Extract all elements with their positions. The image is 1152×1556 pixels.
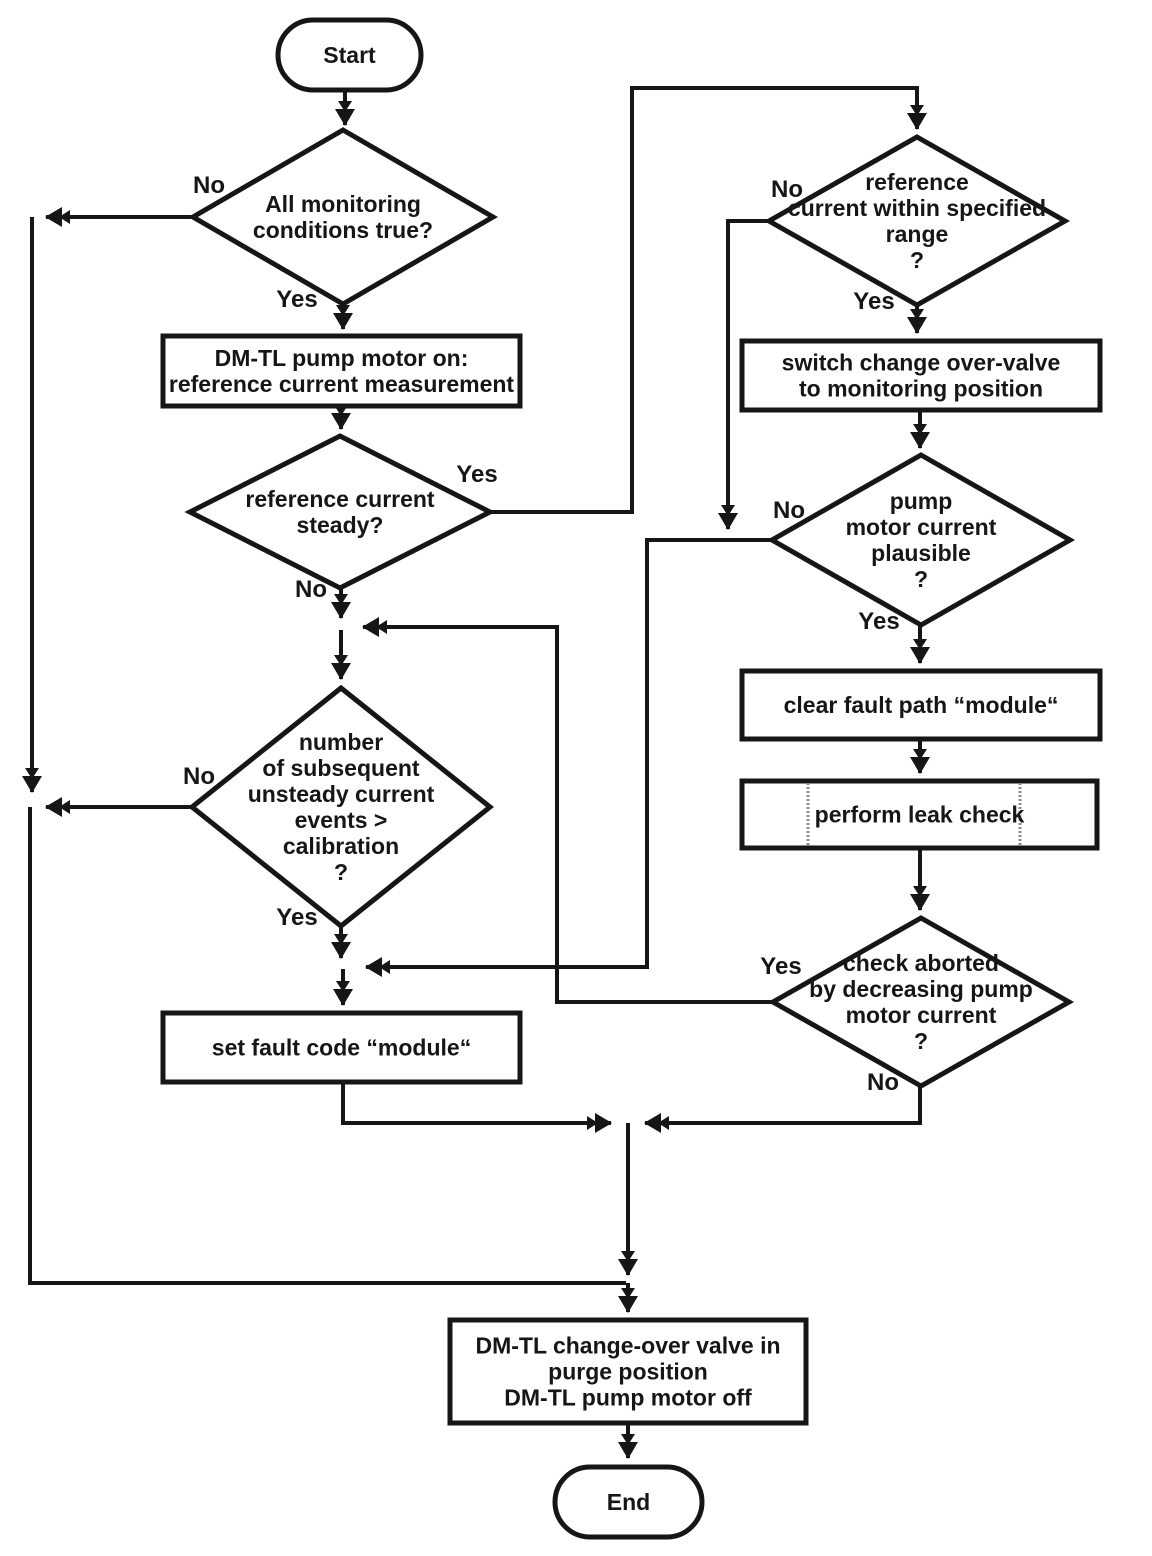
dr2-diamond <box>766 452 1076 628</box>
branch-label-d2-no: No <box>295 576 327 603</box>
node-p1: DM-TL pump motor on:reference current me… <box>160 333 523 409</box>
branch-label-dr1-no: No <box>771 176 803 203</box>
dr3-diamond <box>767 915 1075 1089</box>
node-end: End <box>552 1464 705 1540</box>
branch-label-d2-yes: Yes <box>456 461 497 488</box>
edge-dr2-no-path <box>365 538 772 977</box>
p2-box <box>160 1010 523 1085</box>
edge-dr1-no-down <box>718 219 769 530</box>
node-start: Start <box>275 17 424 93</box>
branch-label-d1-no: No <box>193 172 225 199</box>
branch-label-dr2-no: No <box>773 497 805 524</box>
node-pr3: perform leak check <box>739 778 1100 851</box>
branch-label-dr1-yes: Yes <box>853 288 894 315</box>
node-pr2: clear fault path “module“ <box>739 668 1103 742</box>
p1-box <box>160 333 523 409</box>
end-label: End <box>607 1489 650 1515</box>
edge-dr3-yes-feedback <box>362 617 774 1004</box>
pr1-box <box>739 338 1103 413</box>
start-box <box>275 17 424 93</box>
dr1-diamond <box>763 134 1071 308</box>
end-box <box>552 1464 705 1540</box>
d3-diamond <box>187 684 495 930</box>
pr3-box <box>739 778 1100 851</box>
branch-label-dr3-yes: Yes <box>760 953 801 980</box>
p1-label: DM-TL pump motor on:reference current me… <box>169 345 514 397</box>
p2-label: set fault code “module“ <box>212 1035 471 1061</box>
d2-diamond <box>184 433 496 591</box>
branch-label-d3-yes: Yes <box>276 904 317 931</box>
edge-d2-yes-loop <box>490 86 927 514</box>
edge-p2-to-merge3 <box>341 1082 612 1133</box>
pend-box <box>447 1317 809 1426</box>
edge-left-rail-lower <box>28 807 626 1285</box>
edge-dr3-no-to-merge3 <box>644 1086 922 1133</box>
pr2-box <box>739 668 1103 742</box>
branch-label-d3-no: No <box>183 763 215 790</box>
node-p2: set fault code “module“ <box>160 1010 523 1085</box>
start-label: Start <box>323 42 376 68</box>
branch-label-dr3-no: No <box>867 1069 899 1096</box>
pr3-label: perform leak check <box>815 802 1025 828</box>
branch-label-d1-yes: Yes <box>276 286 317 313</box>
branch-label-dr2-yes: Yes <box>858 608 899 635</box>
pr2-label: clear fault path “module“ <box>784 692 1059 718</box>
d1-diamond <box>188 127 498 307</box>
